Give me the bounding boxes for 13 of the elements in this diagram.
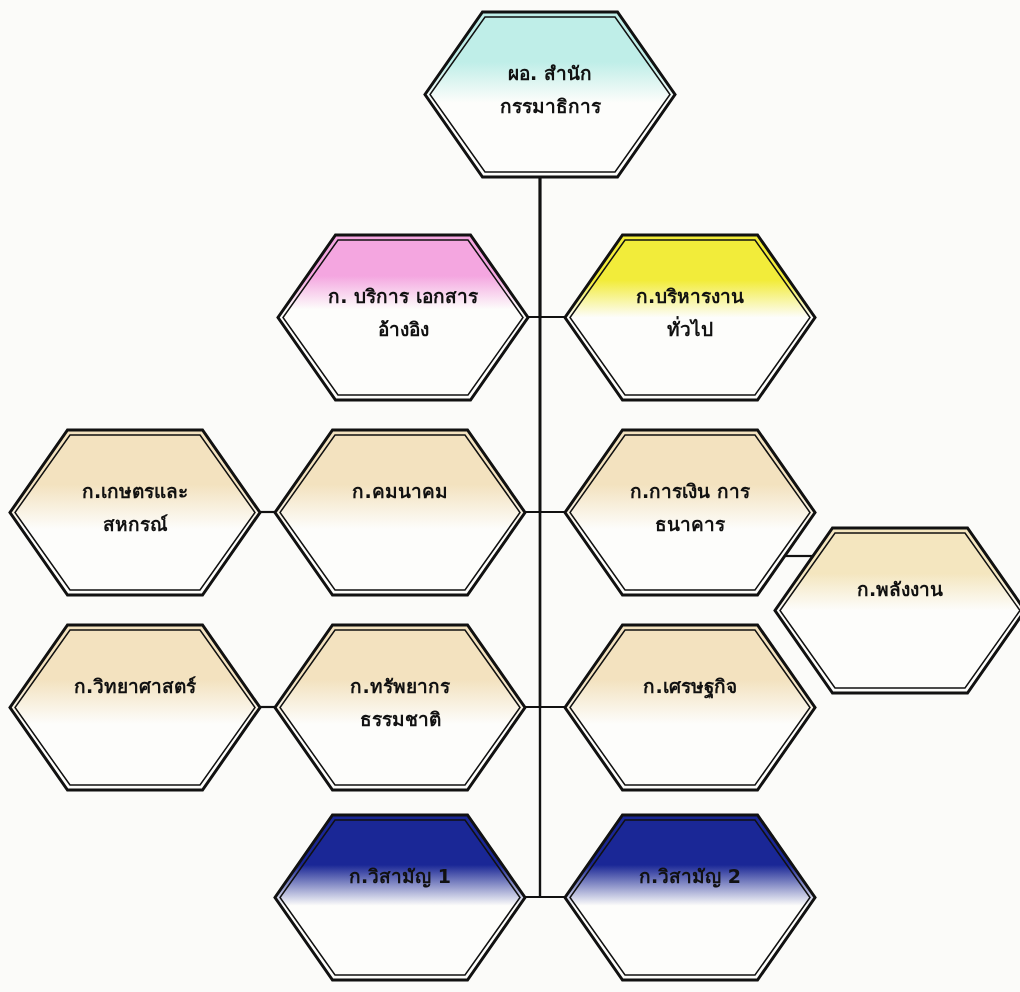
unit-name: ก.เศรษฐกิจ (642, 673, 738, 701)
unit-name: ก.เกษตรและ สหกรณ์ (80, 478, 190, 537)
unit-name: ก.วิทยาศาสตร์ (72, 673, 198, 699)
unit-name: ก.วิสามัญ 2 (637, 863, 743, 890)
unit-name: ก. บริการ เอกสารอ้างอิง (328, 283, 478, 342)
unit-name: ก.การเงิน การธนาคาร (629, 478, 751, 537)
connector-line (784, 554, 813, 558)
unit-name: ก.ทรัพยากร ธรรมชาติ (349, 673, 451, 732)
unit-name: ผอ. สำนัก กรรมาธิการ (498, 60, 602, 119)
unit-name: ก.คมนาคม (351, 478, 449, 504)
unit-name: ก.พลังงาน (855, 576, 945, 602)
unit-name: ก.บริหารงาน ทั่วไป (634, 283, 746, 342)
unit-name: ก.วิสามัญ 1 (347, 863, 453, 890)
